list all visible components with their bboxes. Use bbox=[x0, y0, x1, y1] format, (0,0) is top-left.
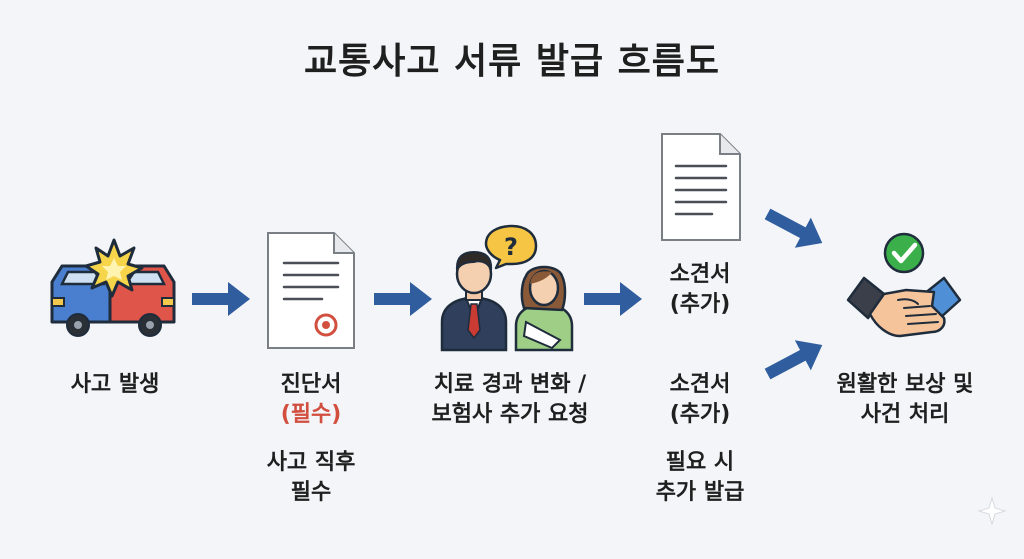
svg-text:?: ? bbox=[504, 233, 518, 261]
arrow-2 bbox=[374, 282, 432, 316]
patient-consultation-icon: ? bbox=[440, 224, 574, 352]
arrow-3 bbox=[584, 282, 642, 316]
car-crash-icon bbox=[50, 238, 176, 337]
step-opinion-bottom-note: 필요 시 추가 발급 bbox=[655, 450, 745, 505]
document-seal-icon bbox=[267, 232, 355, 349]
page-title: 교통사고 서류 발급 흐름도 bbox=[304, 41, 720, 82]
handshake-icon bbox=[846, 232, 962, 338]
step-diagnosis-note: 사고 직후 필수 bbox=[266, 450, 356, 505]
step-result-label: 원활한 보상 및 사건 처리 bbox=[836, 372, 974, 427]
document-icon bbox=[661, 133, 741, 241]
step-opinion-bottom-label: 소견서 (추가) bbox=[669, 372, 731, 427]
diagnosis-title: 진단서 bbox=[280, 372, 342, 397]
check-icon bbox=[883, 232, 925, 274]
step-opinion-top-label: 소견서 (추가) bbox=[669, 262, 731, 317]
flow-arrows bbox=[192, 208, 823, 380]
man-icon bbox=[440, 250, 508, 352]
required-badge: (필수) bbox=[280, 402, 342, 427]
step-diagnosis-label: 진단서 (필수) bbox=[236, 370, 386, 430]
step-treatment-label: 치료 경과 변화 / 보험사 추가 요청 bbox=[431, 372, 589, 427]
step-accident-label: 사고 발생 bbox=[70, 372, 160, 397]
arrow-1 bbox=[192, 282, 250, 316]
woman-icon bbox=[514, 265, 574, 352]
arrow-diagonal-up bbox=[764, 340, 823, 380]
question-bubble-icon: ? bbox=[484, 224, 538, 270]
sparkle-icon bbox=[977, 496, 1007, 526]
arrow-diagonal-down bbox=[764, 208, 823, 248]
